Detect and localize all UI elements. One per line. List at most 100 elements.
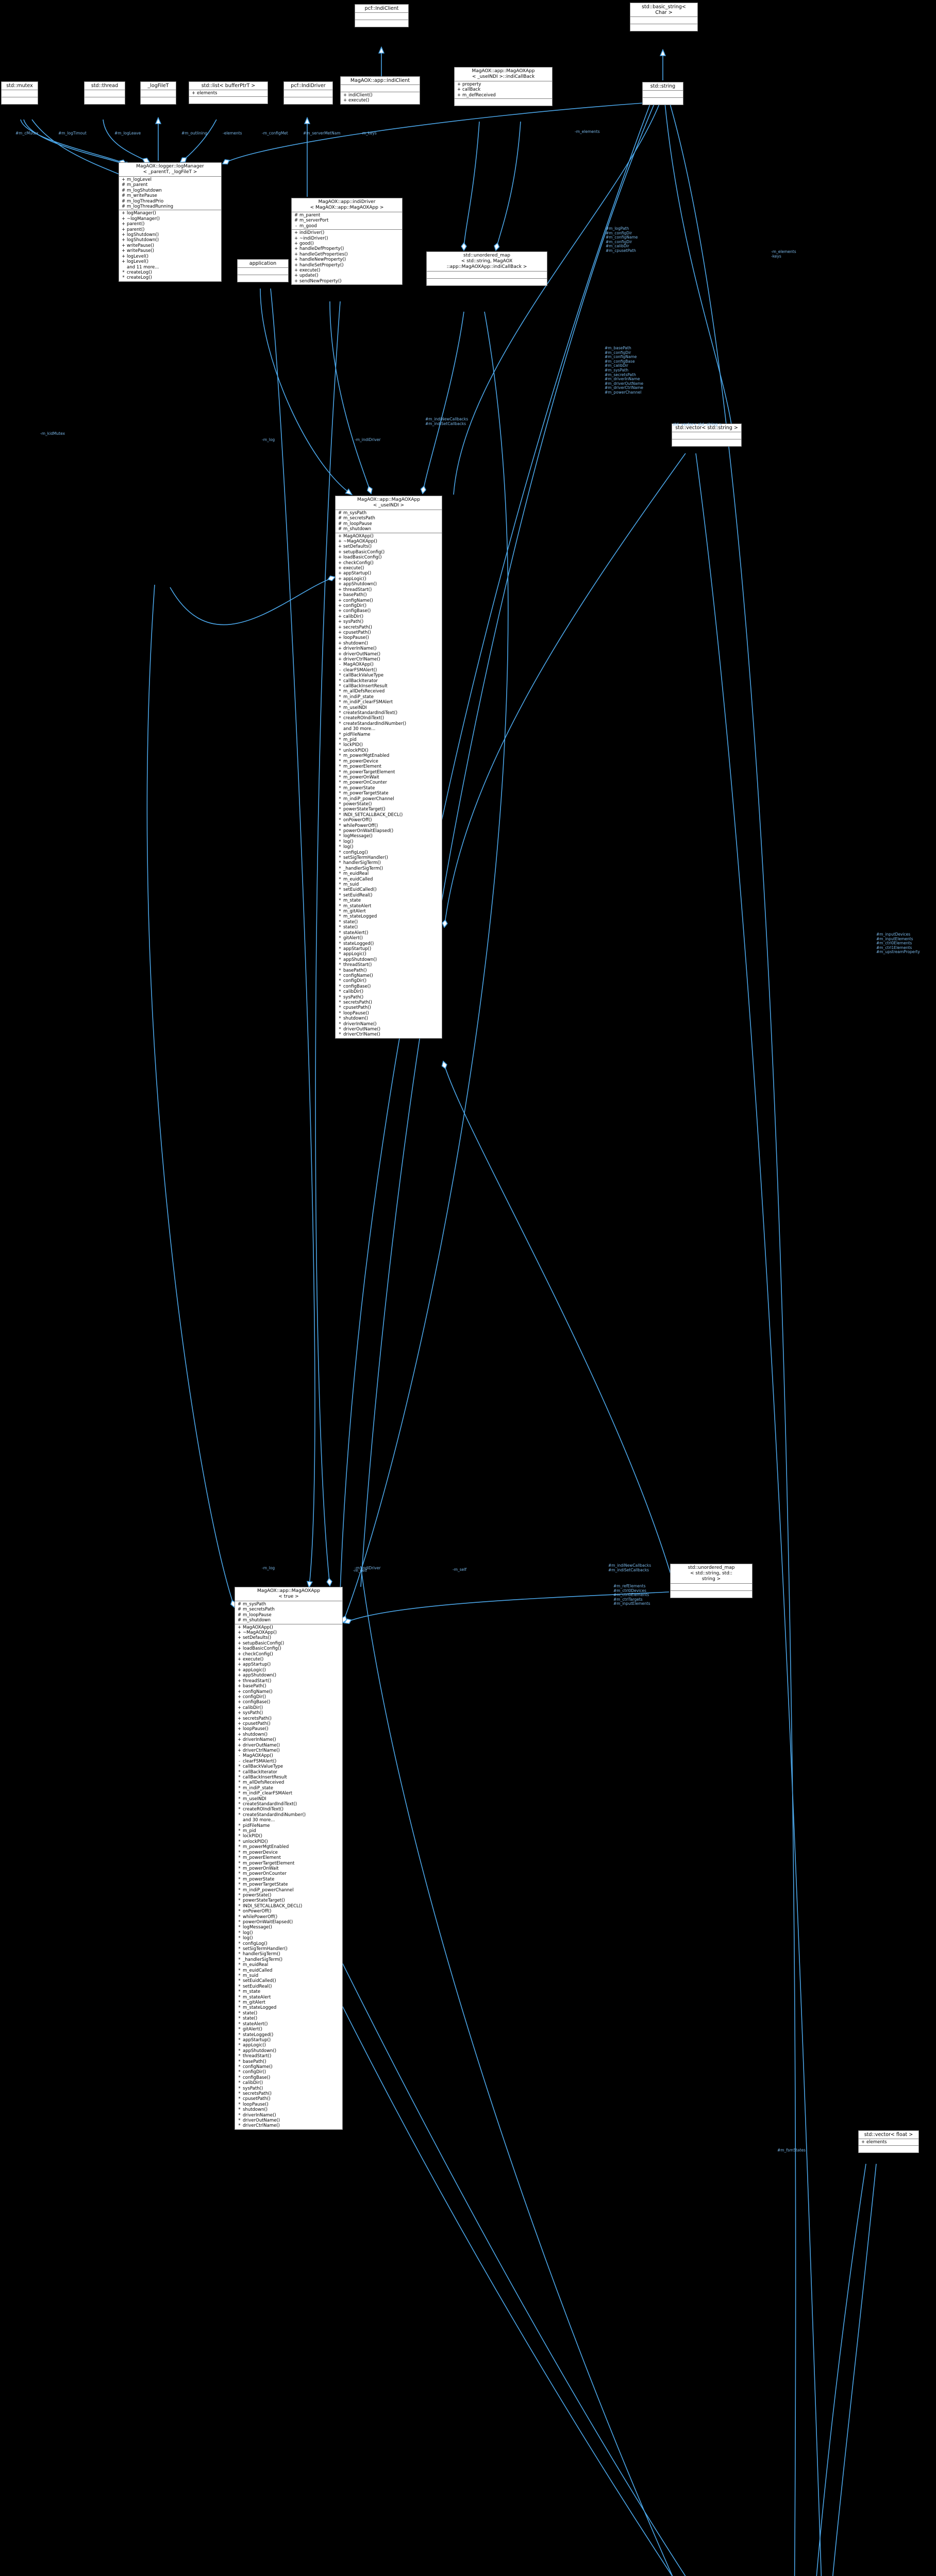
class-member: +threadStart() bbox=[336, 587, 442, 592]
class-member: *createStandardIndiText() bbox=[235, 1802, 342, 1807]
class-node-magaoxapp2[interactable]: MagAOX::app::MagAOXApp < true >#m_sysPat… bbox=[235, 1587, 343, 2130]
member-visibility: * bbox=[238, 1828, 241, 1834]
member-visibility: + bbox=[294, 251, 298, 257]
class-member: *_handlerSigTerm() bbox=[336, 866, 442, 871]
class-member: *m_suid bbox=[235, 1973, 342, 1978]
class-member: *stateAlert() bbox=[336, 930, 442, 936]
member-name: driverInName() bbox=[343, 646, 377, 652]
class-member: *pidFileName bbox=[336, 732, 442, 737]
class-node-pcf_indiclient[interactable]: pcf::IndiClient bbox=[355, 4, 409, 27]
class-section bbox=[238, 275, 288, 282]
member-visibility: + bbox=[343, 93, 347, 98]
class-member: *m_indiP_clearFSMAlert bbox=[336, 700, 442, 705]
member-visibility: * bbox=[339, 801, 341, 807]
class-member: #m_parent bbox=[119, 182, 221, 188]
member-name: clearFSMAlert() bbox=[243, 1758, 277, 1764]
class-node-unordered_map_cb[interactable]: std::unordered_map < std::string, MagAOX… bbox=[426, 251, 547, 286]
class-member: *configLog() bbox=[336, 850, 442, 855]
class-node-magaoxapp[interactable]: MagAOX::app::MagAOXApp < _useINDI >#m_sy… bbox=[335, 496, 442, 1039]
class-member: +execute() bbox=[341, 98, 420, 103]
class-node-std_list[interactable]: std::list< bufferPtrT >+elements bbox=[189, 81, 268, 105]
member-visibility: + bbox=[121, 211, 126, 216]
class-member: +appShutdown() bbox=[336, 582, 442, 587]
class-member: *setSigTermHandler() bbox=[336, 855, 442, 860]
class-node-logfilet[interactable]: _logFileT bbox=[140, 81, 176, 105]
class-node-unordered_map_str[interactable]: std::unordered_map < std::string, std:: … bbox=[670, 1564, 753, 1598]
class-member: *driverOutName() bbox=[235, 2118, 342, 2123]
member-visibility: * bbox=[238, 2123, 241, 2129]
member-name: configBase() bbox=[343, 608, 371, 614]
class-node-pcf_indidriver[interactable]: pcf::IndiDriver bbox=[283, 81, 333, 105]
member-visibility: * bbox=[339, 705, 341, 710]
class-section bbox=[671, 1591, 752, 1598]
member-visibility: * bbox=[339, 984, 341, 989]
class-member: #m_sysPath bbox=[336, 511, 442, 516]
member-visibility: + bbox=[338, 576, 342, 582]
class-node-std_string[interactable]: std::string bbox=[642, 82, 683, 105]
member-visibility: * bbox=[238, 1994, 241, 2000]
member-visibility: - bbox=[238, 1753, 241, 1759]
class-member: +calibDir() bbox=[235, 1705, 342, 1710]
class-node-application[interactable]: application bbox=[237, 259, 289, 282]
edge-label-l19: -m_indiDriver bbox=[355, 1566, 381, 1570]
member-name: m_powerState bbox=[243, 1876, 275, 1882]
member-visibility: * bbox=[238, 2032, 241, 2038]
member-visibility: * bbox=[339, 1032, 341, 1038]
member-visibility: + bbox=[294, 241, 298, 247]
class-member: *onPowerOff() bbox=[235, 1909, 342, 1914]
class-node-vector_float[interactable]: std::vector< float >+elements bbox=[858, 2130, 919, 2154]
class-node-mag_indiclient[interactable]: MagAOX::app::indiClient+indiClient()+exe… bbox=[340, 76, 420, 105]
edge-label-l2: #m_logTimout bbox=[58, 131, 87, 135]
member-visibility: * bbox=[238, 1769, 241, 1775]
class-member: -MagAOXApp() bbox=[235, 1753, 342, 1758]
member-visibility: # bbox=[121, 204, 126, 210]
class-node-std_mutex[interactable]: std::mutex bbox=[1, 81, 38, 105]
member-name: createLog() bbox=[127, 269, 152, 275]
class-member: +~indiDriver() bbox=[292, 236, 402, 241]
class-node-logmanager[interactable]: MagAOX::logger::logManager < _parentT, _… bbox=[119, 162, 222, 282]
member-visibility: * bbox=[339, 957, 341, 962]
member-name: property bbox=[462, 82, 481, 87]
edge-label-l9: -m_elements bbox=[575, 129, 600, 134]
class-node-indidriver[interactable]: MagAOX::app::indiDriver < MagAOX::app::M… bbox=[291, 198, 403, 285]
member-name: m_powerOnCounter bbox=[343, 780, 387, 786]
class-member: +writePause() bbox=[119, 248, 221, 253]
class-section bbox=[630, 17, 697, 24]
class-title: MagAOX::app::MagAOXApp < _useINDI >::ind… bbox=[455, 67, 552, 81]
class-member: +loadBasicConfig() bbox=[235, 1646, 342, 1651]
class-section: +m_logLevel#m_parent#m_logShutdown#m_wri… bbox=[119, 177, 221, 211]
class-section bbox=[859, 2146, 918, 2153]
member-visibility: * bbox=[238, 2027, 241, 2032]
class-member: +m_defReceived bbox=[455, 93, 552, 98]
class-member: *appStartup() bbox=[235, 2038, 342, 2043]
class-node-std_thread[interactable]: std::thread bbox=[84, 81, 125, 105]
class-node-vector_std_string[interactable]: std::vector< std::string > bbox=[672, 423, 742, 447]
class-member: *secretsPath() bbox=[336, 1000, 442, 1005]
class-member: *m_powerElement bbox=[235, 1855, 342, 1860]
member-visibility: + bbox=[237, 1646, 242, 1652]
class-node-indicallback[interactable]: MagAOX::app::MagAOXApp < _useINDI >::ind… bbox=[454, 67, 553, 107]
member-name: setupBasicConfig() bbox=[243, 1640, 285, 1646]
member-name: _handlerSigTerm() bbox=[343, 866, 383, 871]
class-section: +indiClient()+execute() bbox=[341, 92, 420, 104]
member-name: m_pid bbox=[343, 737, 357, 743]
class-member: +basePath() bbox=[336, 592, 442, 598]
member-visibility: * bbox=[238, 2010, 241, 2016]
member-visibility: + bbox=[294, 268, 298, 274]
member-visibility: * bbox=[339, 1016, 341, 1022]
member-name: MagAOXApp() bbox=[243, 1753, 273, 1759]
member-name: powerState() bbox=[243, 1892, 272, 1898]
member-visibility: # bbox=[237, 1602, 242, 1607]
class-member: *configBase() bbox=[336, 984, 442, 989]
class-member: -MagAOXApp() bbox=[336, 662, 442, 667]
member-visibility: * bbox=[339, 850, 341, 855]
class-member: *configName() bbox=[336, 973, 442, 978]
member-name: appShutdown() bbox=[343, 582, 377, 587]
member-name: loadBasicConfig() bbox=[343, 555, 382, 561]
class-member: *calibDir() bbox=[235, 2080, 342, 2086]
member-name: m_powerElement bbox=[343, 764, 381, 770]
class-node-std_basic_string[interactable]: std::basic_string< Char > bbox=[630, 3, 698, 31]
class-title: std::list< bufferPtrT > bbox=[189, 82, 268, 90]
member-name: setEuidReal() bbox=[343, 892, 373, 898]
class-title: MagAOX::app::indiDriver < MagAOX::app::M… bbox=[292, 198, 402, 212]
